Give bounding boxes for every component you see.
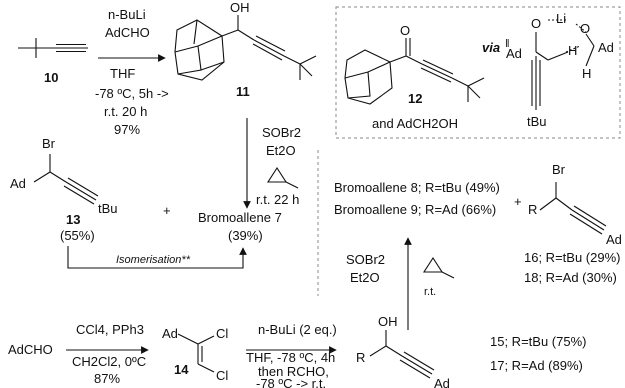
plus-sign-left: + bbox=[163, 203, 171, 218]
isomerisation-label: Isomerisation** bbox=[116, 254, 191, 266]
right-sobr2-reagent: SOBr2 bbox=[346, 252, 385, 267]
epoxide-icon bbox=[266, 166, 299, 189]
right-condition: r.t. bbox=[424, 286, 436, 298]
reagent-ch2cl2: CH2Cl2, 0ºC bbox=[72, 354, 146, 369]
compound-11-oh: OH bbox=[230, 0, 250, 15]
bromoallene-7-yield: (39%) bbox=[228, 228, 263, 243]
compound-16-r: R bbox=[528, 202, 537, 217]
compound-12-structure bbox=[344, 38, 485, 105]
bromoallene-7-name: Bromoallene 7 bbox=[198, 210, 282, 225]
reagent-adcho: AdCHO bbox=[105, 25, 150, 40]
compound-11-label: 11 bbox=[236, 84, 250, 99]
compound-15-label: 15; R=tBu (75%) bbox=[490, 334, 586, 349]
sobr2-condition: r.t. 22 h bbox=[256, 192, 299, 207]
compound-14-cl1: Cl bbox=[216, 326, 228, 341]
compound-18-label: 18; R=Ad (30%) bbox=[524, 270, 617, 285]
condition-temp-1: -78 ºC, 5h -> bbox=[95, 86, 169, 101]
compound-13-ad: Ad bbox=[10, 176, 26, 191]
reagent-nbuli: n-BuLi bbox=[108, 7, 146, 22]
compound-14-structure bbox=[177, 333, 215, 373]
reagent-ccl4-pph3: CCl4, PPh3 bbox=[76, 322, 144, 337]
compound-17-label: 17; R=Ad (89%) bbox=[490, 358, 583, 373]
ts-ad2: Ad bbox=[598, 40, 614, 55]
isomerisation-arrow bbox=[67, 246, 247, 269]
et2o-solvent: Et2O bbox=[266, 143, 296, 158]
compound-10-structure bbox=[18, 38, 88, 58]
and-adch2oh: and AdCH2OH bbox=[372, 116, 458, 131]
compound-13-structure bbox=[33, 154, 99, 205]
compound-13-tbu: tBu bbox=[98, 201, 118, 216]
compound-13-yield: (55%) bbox=[60, 228, 95, 243]
compound-14-cl2: Cl bbox=[216, 368, 228, 383]
reagent-rcho: then RCHO, bbox=[258, 364, 329, 379]
ts-h2: H bbox=[582, 66, 591, 81]
bromoallene-9-line: Bromoallene 9; R=Ad (66%) bbox=[334, 202, 496, 217]
sobr2-reagent: SOBr2 bbox=[262, 125, 301, 140]
condition-temp-2: r.t. 20 h bbox=[104, 104, 147, 119]
ts-li: Li bbox=[556, 11, 566, 26]
reagent-nbuli-2eq: n-BuLi (2 eq.) bbox=[258, 322, 337, 337]
compound-13-label: 13 bbox=[66, 212, 80, 227]
yield-97: 97% bbox=[114, 122, 140, 137]
via-mark: ǁ bbox=[505, 38, 510, 50]
right-et2o-solvent: Et2O bbox=[350, 270, 380, 285]
solvent-thf: THF bbox=[110, 66, 135, 81]
bromoallene-8-line: Bromoallene 8; R=tBu (49%) bbox=[334, 180, 500, 195]
yield-87: 87% bbox=[94, 371, 120, 386]
side-product-box bbox=[335, 6, 621, 139]
propargyl-ad: Ad bbox=[434, 376, 450, 388]
reagent-temp-ramp: -78 ºC -> r.t. bbox=[256, 376, 326, 388]
plus-sign-right: + bbox=[514, 194, 522, 209]
compound-10-label: 10 bbox=[44, 70, 58, 85]
ts-o1: O bbox=[531, 16, 541, 31]
ts-ad1: Ad bbox=[506, 46, 522, 61]
ts-h1: H bbox=[568, 43, 577, 58]
reagent-thf-4h: THF, -78 ºC, 4h bbox=[246, 350, 335, 365]
compound-16-ad: Ad bbox=[606, 232, 622, 247]
compound-16-18-structure bbox=[539, 182, 607, 235]
compound-11-structure bbox=[174, 15, 317, 81]
propargyl-oh: OH bbox=[378, 314, 398, 329]
compound-12-label: 12 bbox=[408, 91, 422, 106]
compound-16-br: Br bbox=[552, 162, 566, 177]
right-epoxide-icon bbox=[422, 256, 455, 279]
transition-state-structure bbox=[531, 19, 595, 110]
compound-16-label: 16; R=tBu (29%) bbox=[524, 250, 620, 265]
propargyl-alcohol-structure bbox=[369, 330, 435, 379]
compound-12-o: O bbox=[400, 23, 410, 38]
ts-tbu: tBu bbox=[527, 114, 547, 129]
compound-13-br: Br bbox=[42, 136, 56, 151]
ts-o2: O bbox=[580, 21, 590, 36]
compound-14-label: 14 bbox=[174, 362, 189, 377]
propargyl-r: R bbox=[356, 350, 365, 365]
via-label: via bbox=[482, 40, 500, 55]
adcho-start: AdCHO bbox=[8, 342, 53, 357]
compound-14-ad: Ad bbox=[162, 326, 178, 341]
